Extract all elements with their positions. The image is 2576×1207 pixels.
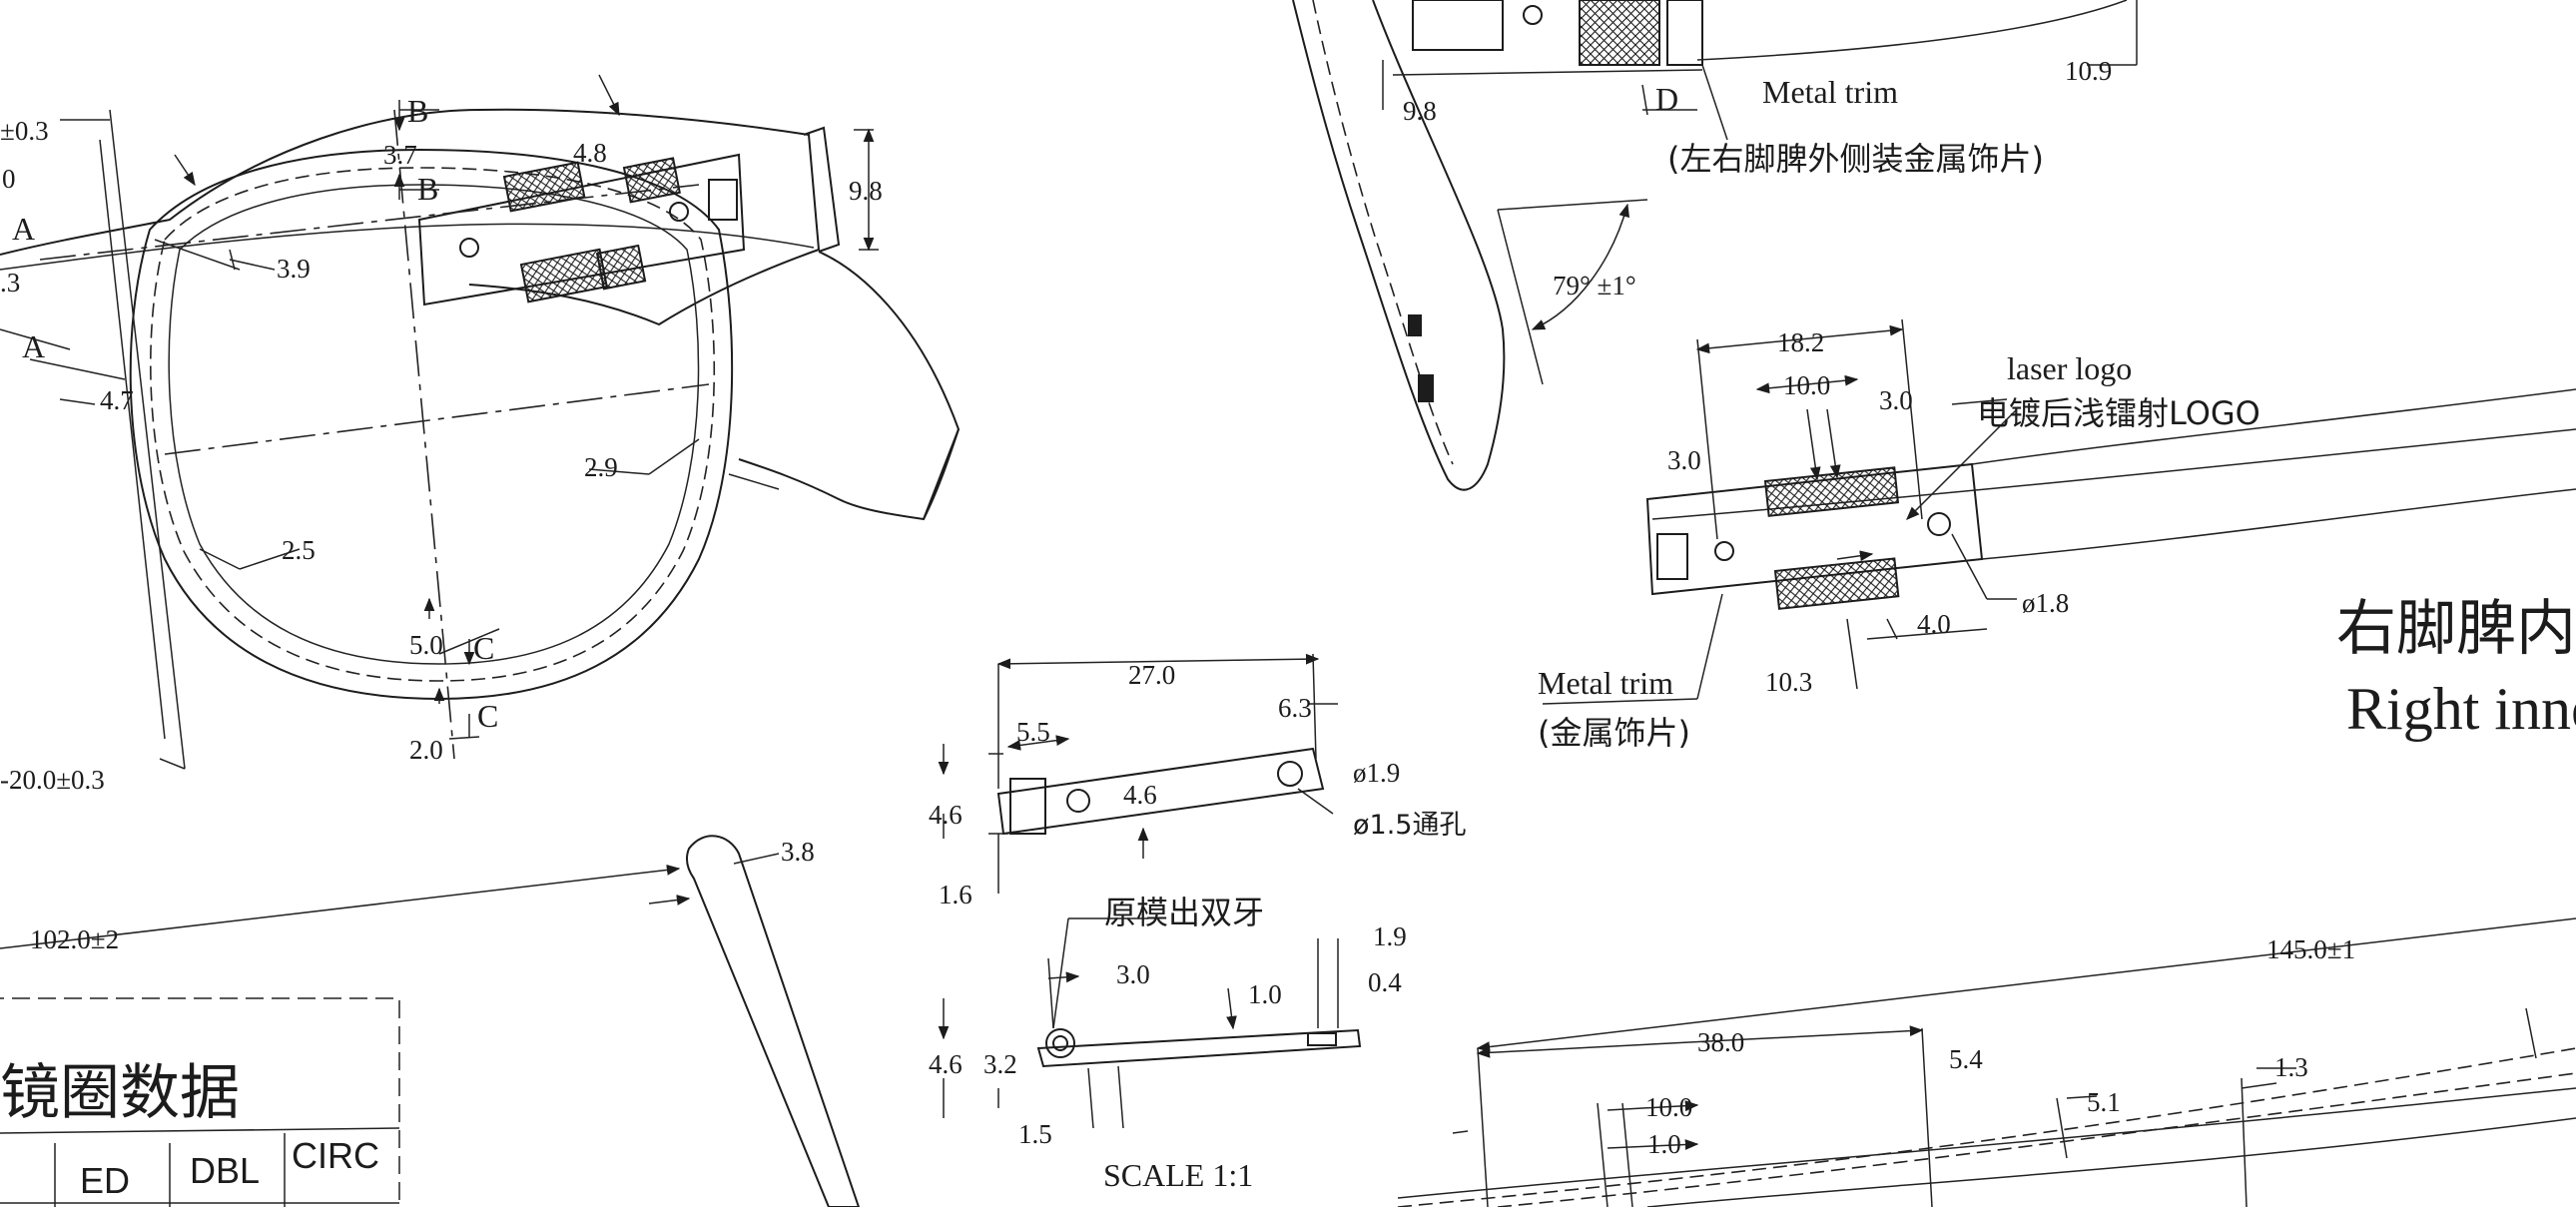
hinge-detail-text: 27.0 5.5 6.3 ø1.9 4.6 4.6 1.6 ø1.5通孔 原模出… xyxy=(929,660,1466,1193)
section-b-1: B xyxy=(407,93,428,129)
section-b-2: B xyxy=(417,171,438,207)
view-title-cn: 右脚脾内侧 xyxy=(2336,594,2576,664)
temple-side-top xyxy=(1292,0,2138,491)
dim-3-0-left: 3.0 xyxy=(1667,445,1701,475)
section-c-1: C xyxy=(473,630,494,666)
dim-102-0: 102.0±2 xyxy=(30,924,119,954)
temple-inner xyxy=(1542,318,2576,705)
dim-bottom-tol: -20.0±0.3 xyxy=(0,765,105,795)
dim-1-0-profile: 1.0 xyxy=(1647,1129,1681,1159)
dim-5-1: 5.1 xyxy=(2087,1087,2121,1117)
view-title-en: Right inner xyxy=(2346,676,2576,742)
dim-10-9: 10.9 xyxy=(2065,56,2112,86)
dim-top-left-tol: ±0.3 xyxy=(0,116,49,146)
dim-10-3: 10.3 xyxy=(1765,667,1812,697)
dim-18-2: 18.2 xyxy=(1777,327,1824,357)
dim-side-1-0: 1.0 xyxy=(1248,979,1282,1009)
metal-trim-en-inner: Metal trim xyxy=(1538,665,1673,701)
dim-dia-1-9: ø1.9 xyxy=(1353,758,1400,788)
dim-38-0: 38.0 xyxy=(1697,1027,1744,1057)
table-header-ed: ED xyxy=(80,1160,130,1201)
dim-2-0: 2.0 xyxy=(409,735,443,765)
dim-left-3: .3 xyxy=(0,268,20,298)
temple-profile-text: 145.0±1 38.0 5.4 10.0 1.0 5.1 1.3 xyxy=(1645,934,2355,1159)
section-d: D xyxy=(1655,81,1678,117)
temple-length-text: 102.0±2 3.8 xyxy=(30,837,815,954)
front-view xyxy=(0,74,961,770)
dim-dia-1-5: ø1.5通孔 xyxy=(1353,810,1466,841)
section-a-1: A xyxy=(12,211,35,247)
dim-left-0: 0 xyxy=(2,164,16,194)
table-title: 镜圈数据 xyxy=(0,1058,240,1128)
dim-3-9: 3.9 xyxy=(277,254,311,284)
dim-5-0: 5.0 xyxy=(409,630,443,660)
front-view-dims: ±0.3 0 .3 4.8 3.7 3.9 9.8 4.7 2.9 2.5 5.… xyxy=(0,93,883,795)
dim-1-6: 1.6 xyxy=(939,880,972,909)
scale-label: SCALE 1:1 xyxy=(1103,1157,1253,1193)
dim-10-0: 10.0 xyxy=(1783,370,1830,400)
metal-trim-cn-inner: (金属饰片) xyxy=(1538,714,1690,752)
dim-1-3: 1.3 xyxy=(2274,1052,2308,1082)
temple-profile xyxy=(1397,917,2576,1207)
dim-dia-1-8: ø1.8 xyxy=(2022,588,2069,618)
section-c-2: C xyxy=(477,698,498,734)
table-header-dbl: DBL xyxy=(190,1150,260,1191)
laser-logo-en: laser logo xyxy=(2007,350,2132,386)
dim-side-1-9: 1.9 xyxy=(1373,921,1407,951)
temple-inner-text: 18.2 10.0 3.0 3.0 4.0 10.3 ø1.8 laser lo… xyxy=(1538,327,2576,752)
dim-side-3-2: 3.2 xyxy=(983,1049,1017,1079)
dim-4-8: 4.8 xyxy=(573,138,607,168)
metal-trim-en-top: Metal trim xyxy=(1762,74,1898,110)
dim-4-0: 4.0 xyxy=(1917,609,1951,639)
dim-2-5: 2.5 xyxy=(282,535,316,565)
dim-145-0: 145.0±1 xyxy=(2266,934,2355,964)
dim-side-1-5: 1.5 xyxy=(1018,1119,1052,1149)
rim-data-table: 镜圈数据 ED DBL CIRC xyxy=(0,997,400,1207)
laser-logo-cn: 电镀后浅镭射LOGO xyxy=(1977,394,2260,432)
dim-5-4: 5.4 xyxy=(1949,1044,1983,1074)
dim-side-0-4: 0.4 xyxy=(1368,967,1402,997)
dim-angle: 79° ±1° xyxy=(1553,271,1636,301)
note-double-tooth: 原模出双牙 xyxy=(1104,894,1264,931)
dim-4-7: 4.7 xyxy=(100,385,134,415)
dim-side-3-0: 3.0 xyxy=(1116,959,1150,989)
dim-9-8: 9.8 xyxy=(849,176,883,206)
table-header-circ: CIRC xyxy=(292,1135,379,1176)
section-a-2: A xyxy=(22,328,45,364)
dim-10-0-profile: 10.0 xyxy=(1645,1092,1692,1122)
dim-3-8: 3.8 xyxy=(781,837,815,867)
dim-4-6-mid: 4.6 xyxy=(1123,780,1157,810)
dim-5-5: 5.5 xyxy=(1016,717,1050,747)
dim-4-6-left: 4.6 xyxy=(929,800,963,830)
temple-length xyxy=(0,835,861,1207)
hinge-detail xyxy=(938,653,1362,1129)
dim-side-4-6: 4.6 xyxy=(929,1049,963,1079)
dim-6-3: 6.3 xyxy=(1278,693,1312,723)
metal-trim-cn-top: (左右脚脾外侧装金属饰片) xyxy=(1667,140,2044,178)
dim-3-0-right: 3.0 xyxy=(1879,385,1913,415)
temple-side-top-text: 9.8 10.9 79° ±1° D Metal trim (左右脚脾外侧装金属… xyxy=(1403,56,2112,301)
dim-27-0: 27.0 xyxy=(1128,660,1175,690)
dim-9-8-top: 9.8 xyxy=(1403,96,1437,126)
dim-2-9: 2.9 xyxy=(584,452,618,482)
dim-3-7: 3.7 xyxy=(383,140,417,170)
